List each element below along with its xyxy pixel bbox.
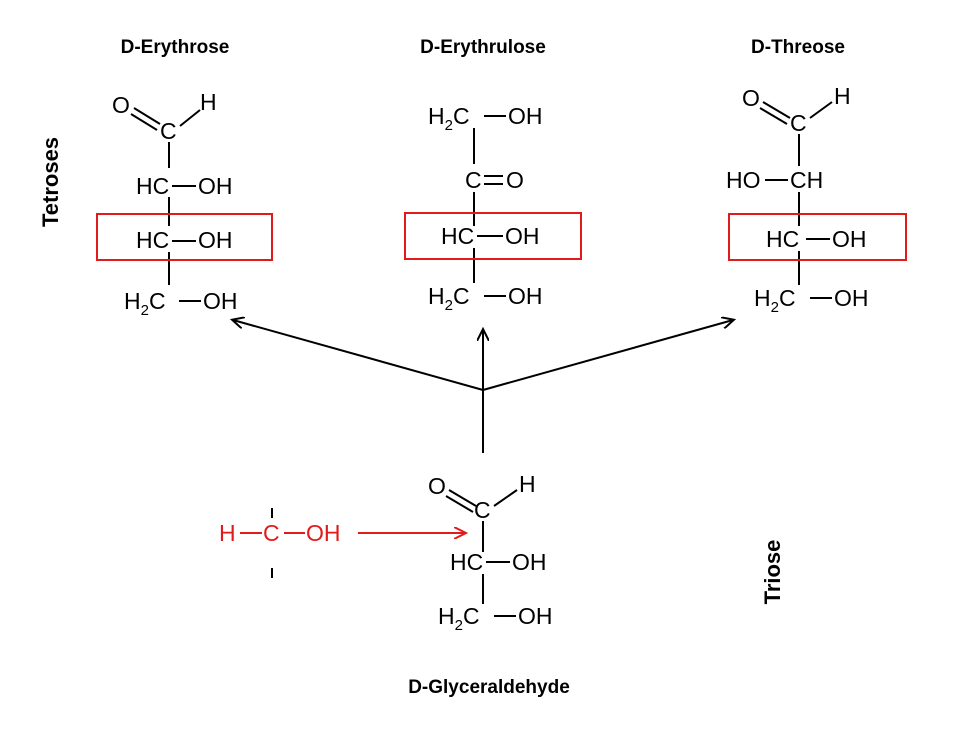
group-oh: OH (508, 283, 543, 309)
group-h2c: H2C (438, 603, 480, 634)
group-oh: OH (518, 603, 553, 629)
bond-c-h (809, 101, 833, 119)
highlight-box-threose (728, 213, 907, 261)
c-atom: C (779, 285, 796, 311)
added-atom-h: H (219, 520, 236, 546)
group-oh: OH (198, 173, 233, 199)
group-h2c: H2C (754, 285, 796, 316)
group-hc: HC (450, 549, 483, 575)
group-h2c: H2C (428, 103, 470, 134)
structure-d-erythrulose: H2C OH C O HC OH H2C OH (404, 103, 582, 314)
atom-h: H (834, 83, 851, 109)
group-ho: HO (726, 167, 761, 193)
group-oh: OH (198, 227, 233, 253)
c-atom: C (453, 103, 470, 129)
c-atom: C (453, 283, 470, 309)
h-atom: H (124, 288, 141, 314)
group-h2c: H2C (428, 283, 470, 314)
added-group-oh: OH (306, 520, 341, 546)
structure-d-threose: O C H HO CH HC OH H2C OH (726, 83, 907, 316)
group-hc: HC (136, 227, 169, 253)
atom-c: C (465, 167, 482, 193)
subscript-2: 2 (455, 617, 463, 634)
atom-c: C (160, 118, 177, 144)
atom-h: H (519, 471, 536, 497)
group-ch: CH (790, 167, 823, 193)
branching-arrows (233, 320, 733, 453)
group-oh: OH (505, 223, 540, 249)
atom-c: C (474, 497, 491, 523)
subscript-2: 2 (445, 117, 453, 134)
bond-c-h (493, 489, 518, 507)
group-oh: OH (508, 103, 543, 129)
label-triose: Triose (760, 540, 785, 605)
bond-c-h (179, 109, 201, 127)
title-d-erythrulose: D-Erythrulose (420, 37, 546, 58)
h-atom: H (428, 283, 445, 309)
double-bond-line-2 (759, 107, 788, 125)
structure-d-glyceraldehyde: O C H HC OH H2C OH (428, 471, 553, 634)
subscript-2: 2 (771, 299, 779, 316)
title-d-glyceraldehyde: D-Glyceraldehyde (408, 677, 570, 698)
h-atom: H (428, 103, 445, 129)
group-oh: OH (832, 226, 867, 252)
title-d-erythrose: D-Erythrose (121, 37, 230, 58)
double-bond-line-2 (445, 495, 474, 513)
highlight-box-erythrulose (404, 212, 582, 260)
double-bond-line-2 (130, 113, 158, 131)
title-d-threose: D-Threose (751, 37, 845, 58)
subscript-2: 2 (445, 297, 453, 314)
group-oh: OH (203, 288, 238, 314)
group-hc: HC (441, 223, 474, 249)
added-atom-c: C (263, 520, 280, 546)
group-hc: HC (766, 226, 799, 252)
atom-o: O (428, 473, 446, 499)
h-atom: H (438, 603, 455, 629)
group-oh: OH (512, 549, 547, 575)
double-bond-line-1 (133, 107, 161, 125)
group-oh: OH (834, 285, 869, 311)
added-hcoh-group: H C OH (219, 508, 465, 578)
double-bond-line-1 (762, 101, 791, 119)
arrow-to-threose (482, 320, 733, 391)
label-tetroses: Tetroses (38, 137, 63, 227)
atom-o: O (112, 92, 130, 118)
double-bond-line-1 (448, 489, 477, 507)
atom-o: O (506, 167, 524, 193)
c-atom: C (463, 603, 480, 629)
h-atom: H (754, 285, 771, 311)
group-h2c: H2C (124, 288, 166, 319)
atom-c: C (790, 110, 807, 136)
arrow-to-erythrose (233, 320, 484, 391)
atom-h: H (200, 89, 217, 115)
subscript-2: 2 (141, 302, 149, 319)
highlight-box-erythrose (96, 213, 273, 261)
atom-o: O (742, 85, 760, 111)
c-atom: C (149, 288, 166, 314)
structure-d-erythrose: O C H HC OH HC OH H2C OH (96, 89, 273, 319)
group-hc: HC (136, 173, 169, 199)
